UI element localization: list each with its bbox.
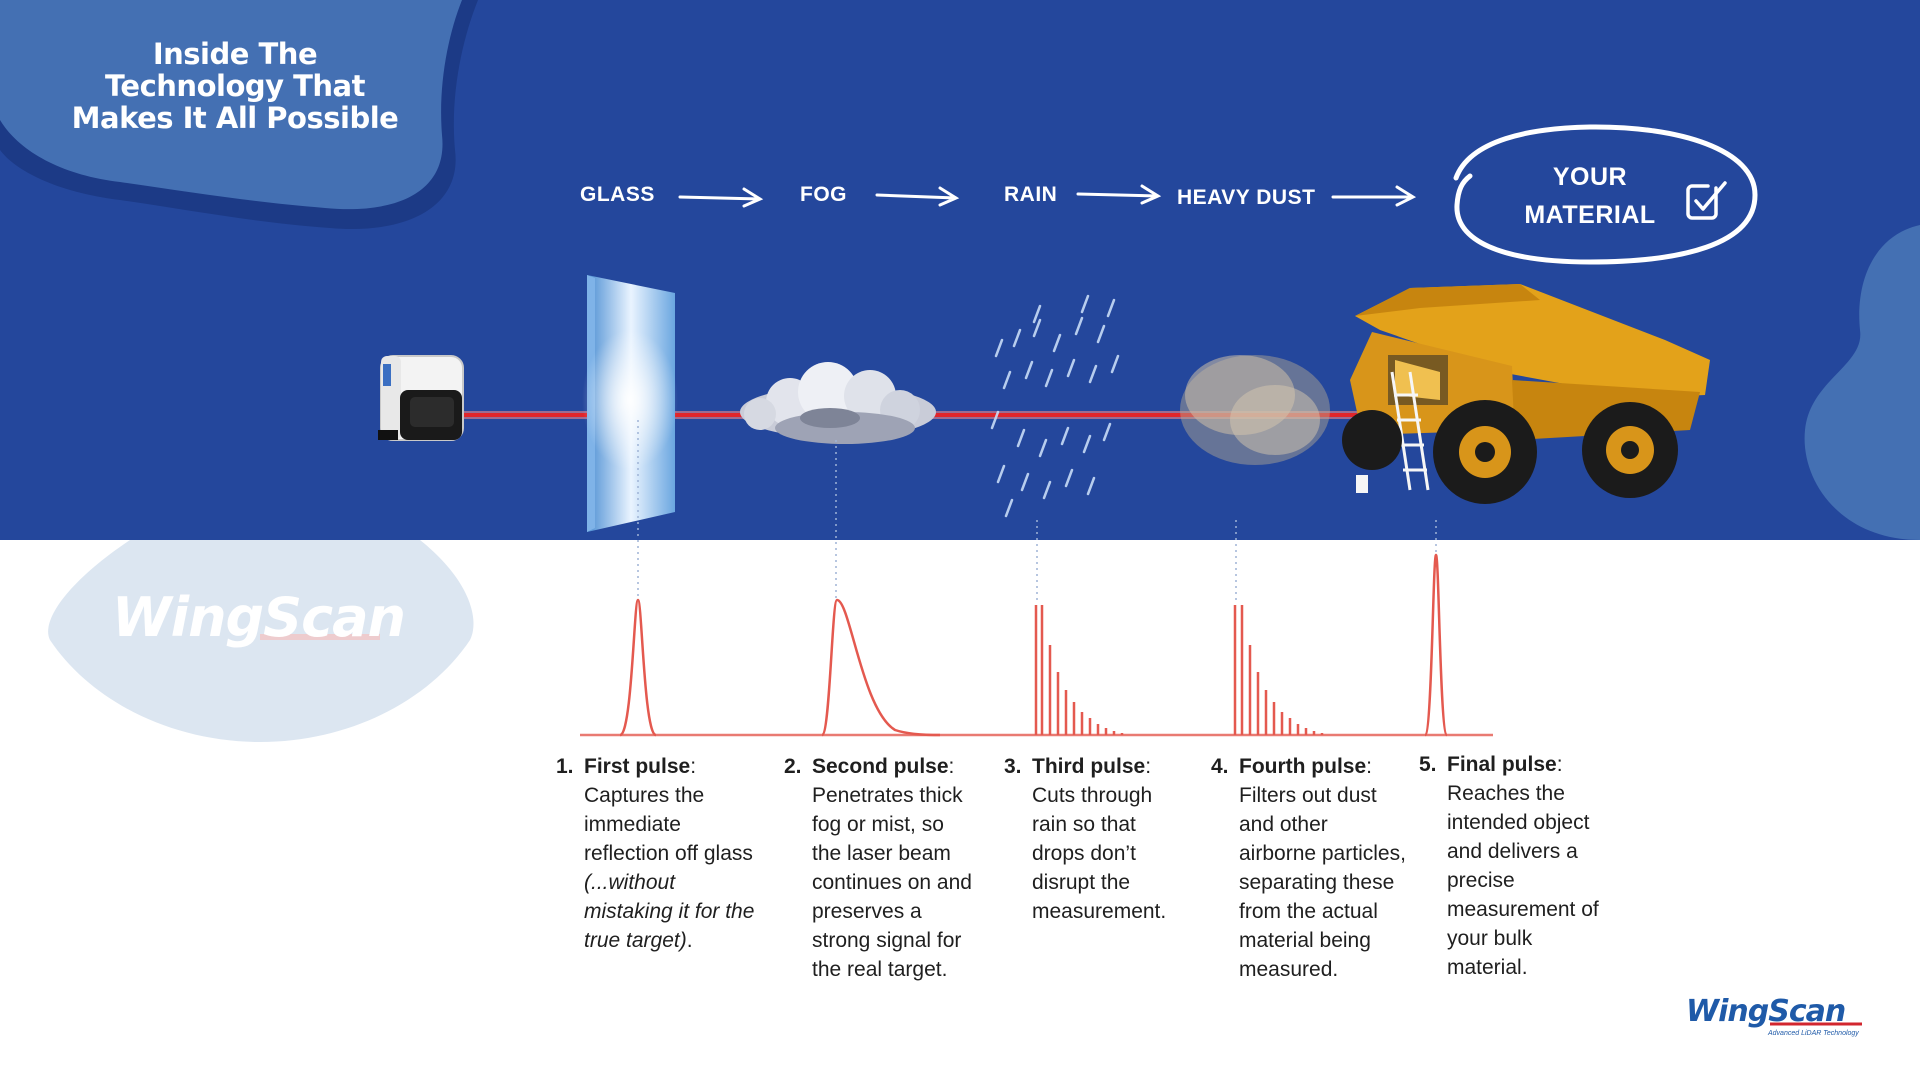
pulse-waveform-4 [1233,605,1324,735]
lidar-sensor-icon [378,355,464,441]
pulse-number: 3. [1004,755,1022,778]
page-title: Inside The Technology That Makes It All … [40,38,430,134]
stage-label-fog: FOG [800,183,847,206]
title-line: Technology That [105,69,366,103]
side-blob [1804,225,1920,540]
pulse-heading: Final pulse [1447,753,1557,776]
pulse-heading: Second pulse [812,755,949,778]
pulse-text: Filters out dust and other airborne part… [1239,784,1406,981]
pulse-number: 5. [1419,753,1437,776]
pulse-waveform-5 [1423,553,1449,737]
watermark-badge [48,540,474,742]
pulse-number: 4. [1211,755,1229,778]
pulse-text-italic: (...without mistaking it for the true ta… [584,871,755,952]
title-line: Inside The [152,37,318,71]
haul-truck-icon [1342,284,1710,504]
pulse-text-end: . [686,929,693,952]
pulse-item-5: 5. Final pulse: Reaches the intended obj… [1419,750,1607,982]
pulse-waveform-3 [1034,605,1124,735]
pulse-number: 1. [556,755,574,778]
arrow-right-icon [1331,185,1417,207]
hero-band: Inside The Technology That Makes It All … [0,0,1920,540]
pulse-number: 2. [784,755,802,778]
stage-label-rain: RAIN [1004,183,1058,206]
arrow-right-icon [875,186,960,207]
pulse-heading: Third pulse [1032,755,1146,778]
brand-tagline: Advanced LiDAR Technology [1768,1030,1859,1037]
watermark-logo: WingScan [112,586,406,649]
watermark-underline [260,634,380,640]
checkbox-check-icon [1686,181,1727,220]
hero-decorations [0,0,1920,540]
target-label: YOUR MATERIAL [1505,158,1675,234]
fog-cloud-icon [740,362,936,444]
arrow-right-icon [678,187,764,208]
brand-logo: WingScan [1686,994,1846,1029]
target-label-line: YOUR [1552,163,1628,191]
pulse-text: Captures the immediate reflection off gl… [584,784,753,865]
pulse-item-2: 2. Second pulse: Penetrates thick fog or… [784,752,972,984]
pulse-item-1: 1. First pulse: Captures the immediate r… [556,752,759,955]
rain-drops-icon [990,294,1120,518]
title-line: Makes It All Possible [71,101,399,135]
pulse-text: Penetrates thick fog or mist, so the las… [812,784,972,981]
pulse-item-4: 4. Fourth pulse: Filters out dust and ot… [1211,752,1407,984]
pulse-text: Cuts through rain so that drops don’t di… [1032,784,1167,923]
dust-cloud-icon [1180,355,1330,465]
title-blob [0,0,462,210]
stage-label-glass: GLASS [580,183,655,206]
pulse-heading: Fourth pulse [1239,755,1367,778]
pulse-waveform-1 [618,598,658,737]
glass-pane-icon [582,275,678,532]
stage-label-heavy-dust: HEAVY DUST [1177,186,1316,209]
waveform-guides [637,420,1437,600]
target-label-line: MATERIAL [1524,201,1656,229]
pulse-item-3: 3. Third pulse: Cuts through rain so tha… [1004,752,1192,926]
pulse-heading: First pulse [584,755,691,778]
pulse-waveform-2 [820,598,941,737]
target-ellipse [1453,124,1758,265]
pulse-text: Reaches the intended object and delivers… [1447,782,1599,979]
arrow-right-icon [1076,184,1162,205]
